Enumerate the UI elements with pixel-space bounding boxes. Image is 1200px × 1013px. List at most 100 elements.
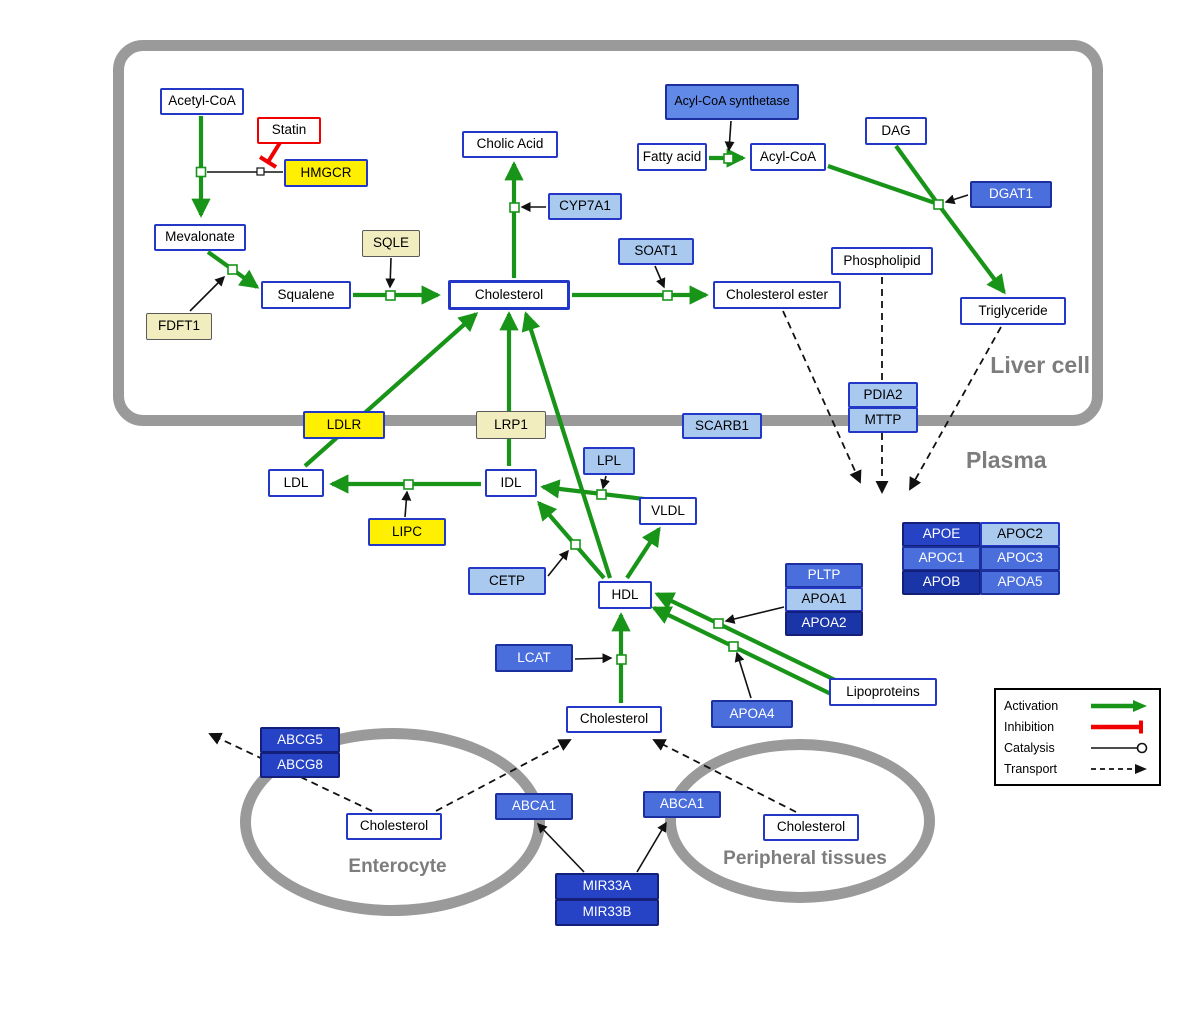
node-abcg8[interactable]: ABCG8 (260, 752, 340, 778)
node-abcg5[interactable]: ABCG5 (260, 727, 340, 753)
node-idl[interactable]: IDL (485, 469, 537, 497)
node-acyl-coa-synthetase[interactable]: Acyl-CoA synthetase (665, 84, 799, 120)
node-cetp[interactable]: CETP (468, 567, 546, 595)
legend: Activation Inhibition Catalysis Transpor… (994, 688, 1161, 786)
node-cholesterol-peripheral[interactable]: Cholesterol (763, 814, 859, 841)
reaction-square-dgat1 (933, 199, 944, 210)
node-mir33b[interactable]: MIR33B (555, 899, 659, 926)
node-ldlr[interactable]: LDLR (303, 411, 385, 439)
node-vldl[interactable]: VLDL (639, 497, 697, 525)
catalysis-apoa4 (734, 651, 752, 699)
node-lipoproteins[interactable]: Lipoproteins (829, 678, 937, 706)
reaction-square-sqle (385, 290, 396, 301)
node-mevalonate[interactable]: Mevalonate (154, 224, 246, 251)
legend-row-catalysis: Catalysis (1004, 737, 1151, 758)
edge-dag-junction (894, 144, 940, 206)
catalysis-glyph (1091, 742, 1148, 753)
node-apoc2[interactable]: APOC2 (980, 522, 1060, 547)
node-apoa1[interactable]: APOA1 (785, 587, 863, 612)
catalysis-terminal-hmgcr (256, 167, 265, 176)
transport-triglyceride-plasma (909, 326, 1002, 491)
node-mttp[interactable]: MTTP (848, 407, 918, 433)
node-ldl[interactable]: LDL (268, 469, 324, 497)
node-abca1-enterocyte[interactable]: ABCA1 (495, 793, 573, 820)
plasma-label: Plasma (966, 447, 1047, 473)
node-phospholipid[interactable]: Phospholipid (831, 247, 933, 275)
legend-row-transport: Transport (1004, 758, 1151, 779)
edge-acylcoa-junction (827, 164, 939, 206)
node-apoa4[interactable]: APOA4 (711, 700, 793, 728)
catalysis-dgat1 (944, 194, 969, 205)
catalysis-fdft1 (189, 275, 226, 312)
node-sqle[interactable]: SQLE (362, 230, 420, 257)
catalysis-cetp (547, 549, 569, 577)
liver-cell-compartment (113, 40, 1103, 426)
node-pdia2[interactable]: PDIA2 (848, 382, 918, 408)
catalysis-edges (189, 120, 969, 873)
legend-transport-label: Transport (1004, 761, 1058, 776)
node-apoe[interactable]: APOE (902, 522, 981, 547)
node-lpl[interactable]: LPL (583, 447, 635, 475)
catalysis-lcat (574, 653, 613, 664)
edge-hdl-vldl (625, 526, 661, 580)
inhibition-statin-line (266, 139, 283, 164)
edge-lipoproteins-hdl-lower (651, 606, 832, 696)
edge-hdl-cholesterol (521, 311, 613, 579)
edge-junction-triglyceride (936, 202, 1006, 295)
legend-row-inhibition: Inhibition (1004, 716, 1151, 737)
catalysis-soat1 (654, 265, 666, 289)
node-dag[interactable]: DAG (865, 117, 927, 145)
reaction-square-soat1 (662, 290, 673, 301)
node-soat1[interactable]: SOAT1 (618, 238, 694, 265)
catalysis-acylcoa-synthetase (724, 120, 735, 152)
node-lcat[interactable]: LCAT (495, 644, 573, 672)
node-fdft1[interactable]: FDFT1 (146, 313, 212, 340)
inhibition-edges (258, 139, 283, 169)
node-cholesterol-plasma[interactable]: Cholesterol (566, 706, 662, 733)
edge-ldl-cholesterol-via-ldlr (303, 312, 479, 468)
node-cholesterol-liver[interactable]: Cholesterol (448, 280, 570, 310)
node-apoa2[interactable]: APOA2 (785, 611, 863, 636)
node-lrp1[interactable]: LRP1 (476, 411, 546, 439)
node-statin[interactable]: Statin (257, 117, 321, 144)
node-abca1-peripheral[interactable]: ABCA1 (643, 791, 721, 818)
node-dgat1[interactable]: DGAT1 (970, 181, 1052, 208)
node-fatty-acid[interactable]: Fatty acid (637, 143, 707, 171)
node-cholesterol-ester[interactable]: Cholesterol ester (713, 281, 841, 309)
legend-row-activation: Activation (1004, 695, 1151, 716)
peripheral-tissues-label: Peripheral tissues (723, 848, 887, 869)
reaction-square-acs (723, 153, 734, 164)
node-cholesterol-enterocyte[interactable]: Cholesterol (346, 813, 442, 840)
node-hdl[interactable]: HDL (598, 581, 652, 609)
node-apob[interactable]: APOB (902, 570, 981, 595)
activation-glyph (1091, 699, 1147, 712)
transport-peripheral-cholesterol-plasma (652, 739, 797, 813)
reaction-square-fdft1 (227, 264, 238, 275)
node-triglyceride[interactable]: Triglyceride (960, 297, 1066, 325)
inhibition-glyph (1091, 720, 1143, 733)
catalysis-lpl (600, 475, 610, 490)
edge-vldl-idl (540, 479, 645, 502)
reaction-squares (195, 153, 944, 665)
node-hmgcr[interactable]: HMGCR (284, 159, 368, 187)
node-apoc1[interactable]: APOC1 (902, 546, 981, 571)
node-cholic-acid[interactable]: Cholic Acid (462, 131, 558, 158)
node-lipc[interactable]: LIPC (368, 518, 446, 546)
enterocyte-label: Enterocyte (348, 856, 447, 877)
catalysis-lipc (401, 490, 412, 518)
legend-activation-label: Activation (1004, 698, 1059, 713)
node-scarb1[interactable]: SCARB1 (682, 413, 762, 439)
node-mir33a[interactable]: MIR33A (555, 873, 659, 900)
node-cyp7a1[interactable]: CYP7A1 (548, 193, 622, 220)
node-apoa5[interactable]: APOA5 (980, 570, 1060, 595)
reaction-square-lpl (596, 489, 607, 500)
node-acetyl-coa[interactable]: Acetyl-CoA (160, 88, 244, 115)
catalysis-apoa-stack (724, 606, 785, 624)
node-pltp[interactable]: PLTP (785, 563, 863, 588)
node-apoc3[interactable]: APOC3 (980, 546, 1060, 571)
inhibition-statin-tbar (258, 155, 278, 169)
enterocyte-compartment (240, 728, 545, 916)
node-acyl-coa[interactable]: Acyl-CoA (750, 143, 826, 171)
node-squalene[interactable]: Squalene (261, 281, 351, 309)
